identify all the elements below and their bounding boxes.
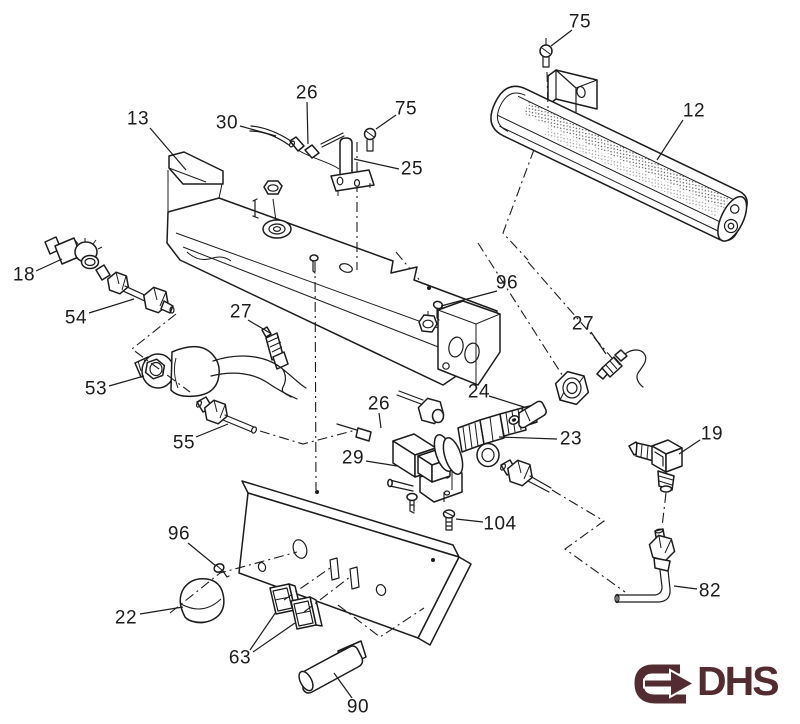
manifold-plate-nut	[263, 180, 283, 222]
wing-nut	[418, 311, 438, 333]
orifice-24	[508, 400, 547, 429]
valve-pin-26	[336, 423, 372, 442]
control-knob-22	[179, 577, 225, 624]
fuse-90	[298, 640, 367, 694]
callout-55-tube-fitting: 55	[172, 432, 196, 454]
tube-fitting-55	[195, 396, 258, 434]
elbow-fitting-19	[628, 439, 683, 493]
callout-27-sensor-left: 27	[229, 301, 253, 323]
callout-19-elbow: 19	[700, 423, 724, 445]
screw-104	[442, 509, 456, 531]
solenoid-coil-53	[134, 346, 307, 400]
knob-shaft-axis-line	[314, 261, 317, 491]
callout-13-manifold: 13	[126, 108, 150, 130]
inlet-fitting-18	[44, 236, 103, 270]
control-panel	[238, 480, 472, 646]
callout-63-switches: 63	[228, 647, 252, 669]
screw-75-burner	[539, 44, 553, 109]
sensor-27-left	[261, 326, 292, 398]
supply-tube-54	[95, 264, 175, 314]
callout-54-supply-tube: 54	[64, 307, 88, 329]
bracket-screw	[406, 492, 418, 514]
screw-96-end-bracket	[432, 300, 444, 321]
alignment-lines-bottom	[169, 551, 425, 638]
callout-82-supply-pipe: 82	[698, 580, 722, 602]
callout-96-panel-screw: 96	[167, 523, 191, 545]
dhs-logo-icon	[634, 664, 697, 704]
callout-27-sensor-right: 27	[571, 313, 595, 335]
solenoid-valve-29	[387, 433, 463, 504]
callout-24-orifice: 24	[467, 381, 491, 403]
callout-53-solenoid-coil: 53	[84, 378, 108, 400]
callout-30-wire: 30	[215, 112, 239, 134]
callout-96-end-bracket: 96	[495, 272, 519, 294]
screw-96-panel	[213, 563, 230, 578]
manifold-screw-small	[309, 254, 319, 274]
valve-outlet-fitting	[500, 459, 552, 493]
sensor-27-right	[596, 349, 647, 388]
manifold-pin	[252, 198, 259, 219]
burner-tube	[490, 85, 748, 242]
callout-26-terminal: 26	[295, 82, 319, 104]
dhs-logo-text: DHS	[697, 658, 780, 704]
leader-lines	[35, 29, 701, 699]
screw-75-igniter	[363, 127, 377, 152]
callout-26-valve-pin: 26	[367, 393, 391, 415]
igniter-electrode	[320, 132, 375, 196]
supply-pipe-82	[614, 528, 676, 604]
callout-104-screw: 104	[483, 513, 517, 535]
callout-90-fuse: 90	[346, 696, 370, 718]
callout-23-valve-body: 23	[559, 428, 583, 450]
callout-22-knob: 22	[114, 607, 138, 629]
valve-cap-nut	[554, 370, 590, 406]
rocker-switches-63	[269, 583, 323, 630]
callout-12-burner-tube: 12	[682, 100, 706, 122]
wire-terminal-26	[304, 144, 320, 159]
manifold-bracket	[166, 151, 498, 386]
alignment-lines-right	[551, 489, 667, 593]
manifold-oval-hole	[339, 263, 353, 273]
callout-75-burner-screw: 75	[568, 11, 592, 33]
callout-25-igniter: 25	[400, 158, 424, 180]
burner-end-bracket	[437, 300, 501, 386]
callout-75-igniter-screw: 75	[394, 98, 418, 120]
alignment-lines-mid	[131, 313, 357, 445]
callout-18-inlet-fitting: 18	[12, 264, 36, 286]
manifold-grommet	[262, 219, 292, 239]
callout-29-solenoid-valve: 29	[341, 447, 365, 469]
